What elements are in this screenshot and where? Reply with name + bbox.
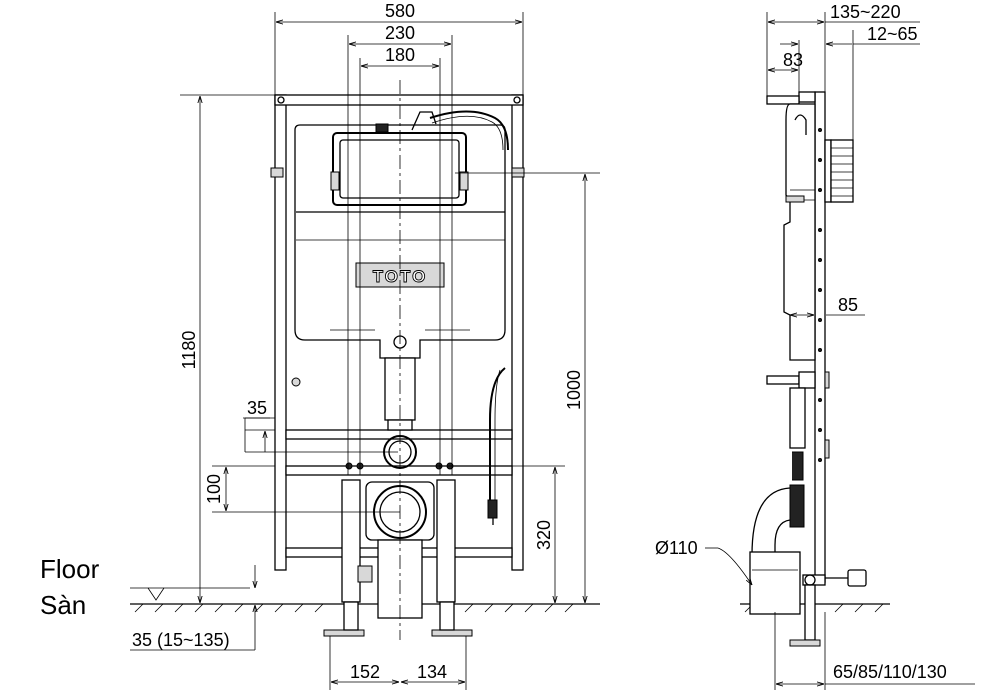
floor-label-vi: Sàn (40, 590, 86, 620)
dim-width-230: 230 (385, 23, 415, 43)
dim-bottom-152: 152 (350, 662, 380, 682)
dim-height-total: 1180 (179, 331, 199, 370)
floor-label-en: Floor (40, 554, 100, 584)
side-view (749, 91, 867, 647)
dim-wall-options: 65/85/110/130 (833, 662, 947, 682)
dim-height-100: 100 (204, 474, 224, 504)
dim-width-total: 580 (385, 1, 415, 21)
dim-offset-35: 35 (247, 398, 267, 418)
dim-depth-12-65: 12~65 (867, 24, 918, 44)
dim-pipe-diameter: Ø110 (655, 538, 698, 558)
dim-floor-offset: 35 (15~135) (132, 630, 230, 650)
front-dimension-lines (130, 12, 600, 690)
dim-bottom-134: 134 (417, 662, 447, 682)
dim-height-1000: 1000 (564, 370, 584, 410)
dim-depth-85: 85 (838, 295, 858, 315)
dim-depth-83: 83 (783, 50, 803, 70)
dim-depth-range: 135~220 (830, 2, 901, 22)
dim-height-320: 320 (534, 520, 554, 550)
side-dimension-lines (705, 12, 975, 690)
dim-width-180: 180 (385, 45, 415, 65)
waste-pipe-front (357, 435, 435, 619)
logo-text: TOTO (373, 267, 428, 286)
water-hose (429, 110, 509, 525)
